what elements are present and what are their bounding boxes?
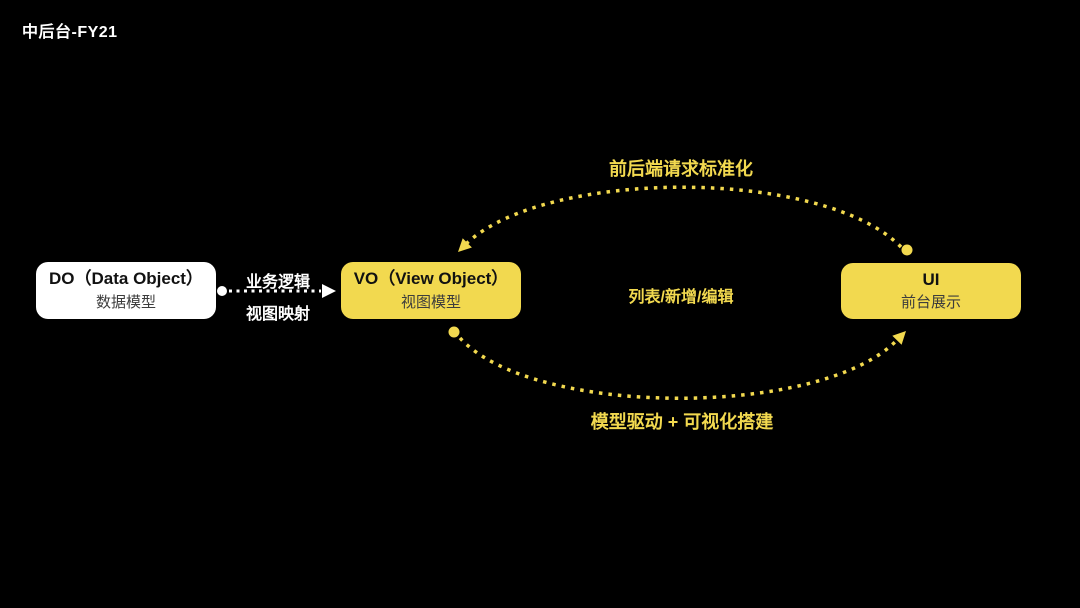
ui-vo-curve-start-dot [901,244,913,256]
do-vo-arrowhead [322,284,336,298]
vo-ui-curve-start-dot [448,326,460,338]
ui-node-subtitle: 前台展示 [900,294,961,312]
do-vo-edge-label-top: 业务逻辑 [245,274,310,291]
vo-node-title: VO（View Object） [353,269,509,289]
do-vo-edge-label-bottom: 视图映射 [245,306,310,323]
vo-ui-curve-arrowhead [892,331,906,345]
vo-ui-bottom-curve [458,336,899,400]
ui-node: UI 前台展示 [841,263,1021,319]
bottom-curve-label: 模型驱动 + 可视化搭建 [590,412,774,432]
ui-vo-curve-arrowhead [458,238,472,252]
middle-label: 列表/新增/编辑 [628,289,734,306]
do-node-subtitle: 数据模型 [95,293,156,311]
do-node: DO（Data Object） 数据模型 [36,262,216,319]
vo-node-subtitle: 视图模型 [400,293,461,311]
ui-node-title: UI [922,269,940,289]
do-vo-start-dot [217,286,227,296]
top-curve-label: 前后端请求标准化 [609,159,753,179]
do-node-title: DO（Data Object） [49,269,203,289]
ui-vo-top-curve [465,185,903,249]
vo-node: VO（View Object） 视图模型 [341,262,521,319]
page-title: 中后台-FY21 [22,24,118,41]
